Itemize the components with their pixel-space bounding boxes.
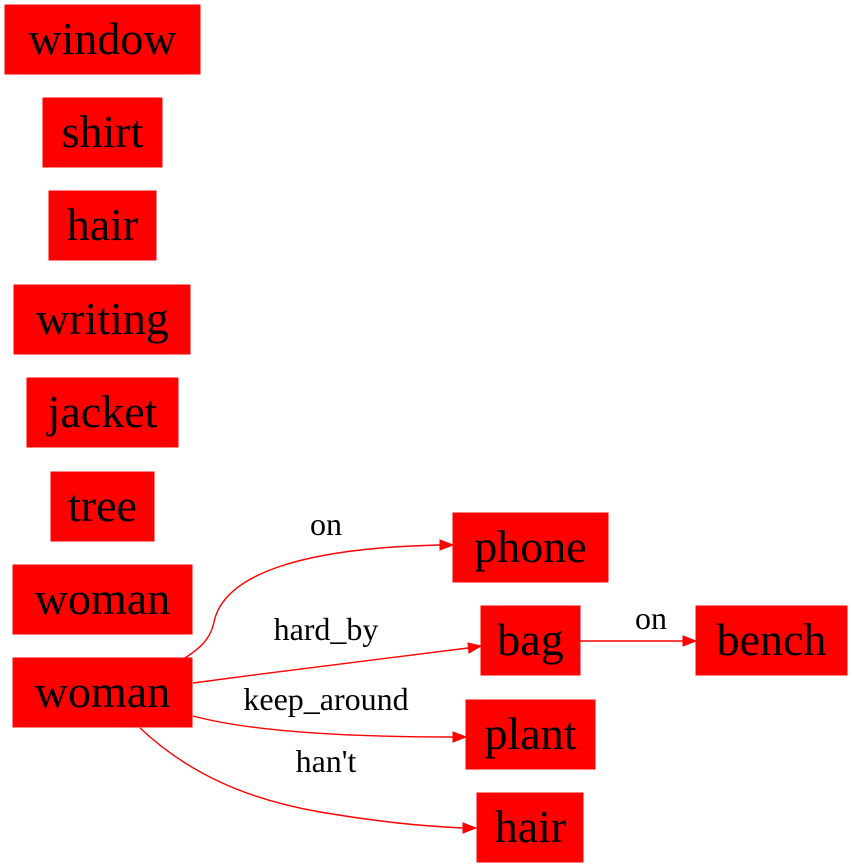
node-label: hair [67, 199, 139, 250]
node-label: jacket [46, 386, 158, 437]
node-bag: bag [480, 605, 581, 676]
arrowhead-icon [467, 642, 483, 654]
edge-woman-hard-by-bag: hard_by [192, 611, 483, 684]
node-woman: woman [12, 564, 193, 635]
node-label: writing [36, 293, 169, 344]
edge-line [184, 544, 441, 659]
arrowhead-icon [682, 635, 698, 647]
node-label: hair [495, 801, 567, 852]
edge-woman-hant-hair: han't [139, 727, 478, 834]
edge-label: hard_by [274, 611, 379, 647]
node-label: shirt [62, 106, 144, 157]
node-hair: hair [48, 190, 157, 261]
node-label: bag [497, 614, 563, 665]
node-label: tree [68, 480, 137, 531]
node-label: bench [717, 614, 827, 665]
edge-bag-on-bench: on [580, 600, 698, 647]
node-label: phone [474, 521, 586, 572]
node-phone: phone [452, 512, 609, 583]
node-window: window [4, 4, 201, 75]
edge-label: on [310, 506, 342, 542]
edge-woman-on-phone: on [184, 506, 455, 659]
node-shirt: shirt [42, 97, 163, 168]
node-label: plant [485, 708, 577, 759]
edge-woman-keep-around-plant: keep_around [192, 681, 468, 743]
edge-label: on [635, 600, 667, 636]
node-woman-subject: woman [12, 657, 193, 728]
node-label: woman [35, 573, 170, 624]
node-plant: plant [465, 699, 596, 770]
node-writing: writing [13, 284, 191, 355]
edge-line [139, 727, 464, 829]
arrowhead-icon [439, 539, 455, 551]
node-jacket: jacket [26, 377, 179, 448]
node-label: woman [35, 666, 170, 717]
node-hair-object: hair [476, 792, 584, 863]
arrowhead-icon [452, 731, 468, 743]
arrowhead-icon [462, 822, 478, 834]
edge-line [192, 647, 469, 684]
edge-label: keep_around [243, 681, 408, 717]
node-label: window [28, 13, 177, 64]
node-bench: bench [695, 605, 848, 676]
node-tree: tree [50, 471, 155, 542]
edge-label: han't [296, 743, 357, 779]
edge-line [192, 715, 454, 738]
